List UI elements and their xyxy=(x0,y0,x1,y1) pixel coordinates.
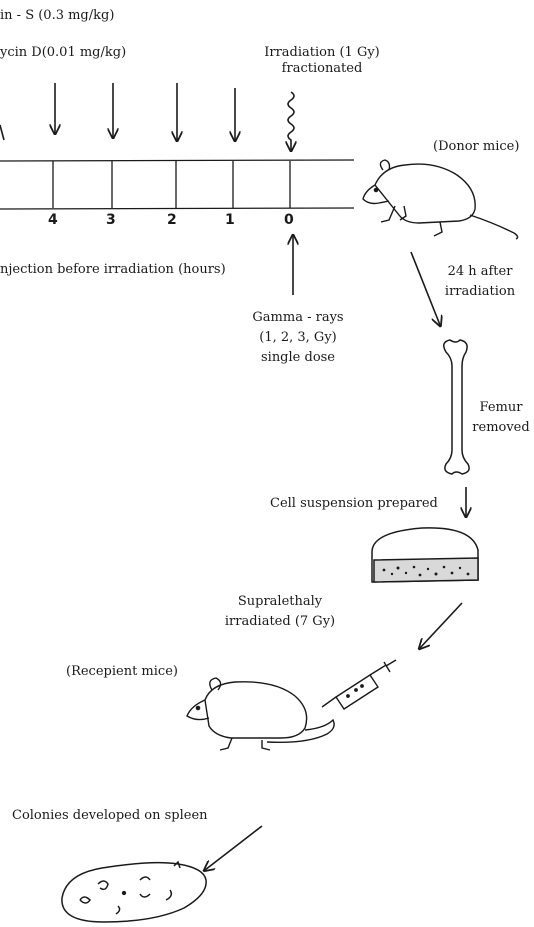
tick-label: 1 xyxy=(225,212,235,228)
syringe-drawing xyxy=(322,660,396,709)
injection-arrow xyxy=(0,125,4,140)
femur-label: Femur removed xyxy=(468,398,534,438)
femur-label-line2: removed xyxy=(468,418,534,438)
tick-label: 2 xyxy=(167,212,177,228)
irradiation-label-line1: Irradiation (1 Gy) xyxy=(262,45,382,61)
tick-label: 4 xyxy=(48,212,58,228)
cell-suspension-dish xyxy=(372,528,478,582)
recipient-mouse-drawing xyxy=(187,678,334,750)
after-irradiation-label: 24 h after irradiation xyxy=(430,264,530,300)
arrow-to-spleen xyxy=(205,826,262,870)
gamma-rays-line1: Gamma - rays xyxy=(238,308,358,328)
gamma-rays-line3: single dose xyxy=(238,348,358,368)
drug2-label: ycin D(0.01 mg/kg) xyxy=(0,45,126,61)
injection-arrows xyxy=(0,83,235,140)
irradiation-label: Irradiation (1 Gy) fractionated xyxy=(262,45,382,77)
femur-label-line1: Femur xyxy=(468,398,534,418)
timeline-top-line xyxy=(0,160,354,161)
timeline xyxy=(0,160,354,209)
arrow-to-syringe xyxy=(420,603,462,648)
supralethal-line1: Supralethaly xyxy=(210,592,350,612)
recipient-mice-label: (Recepient mice) xyxy=(66,664,178,680)
gamma-rays-label: Gamma - rays (1, 2, 3, Gy) single dose xyxy=(238,308,358,368)
donor-mouse-drawing xyxy=(363,160,518,239)
femur-drawing xyxy=(444,340,469,474)
tick-label: 3 xyxy=(106,212,116,228)
after-irradiation-line1: 24 h after xyxy=(430,264,530,280)
spleen-drawing xyxy=(62,862,206,922)
after-irradiation-line2: irradiation xyxy=(430,284,530,300)
fractionated-irradiation-arrow xyxy=(288,92,294,150)
irradiation-label-line2: fractionated xyxy=(262,61,382,77)
donor-mice-label: (Donor mice) xyxy=(433,139,519,155)
colonies-label: Colonies developed on spleen xyxy=(12,808,208,824)
tick-label: 0 xyxy=(284,212,294,228)
cell-suspension-label: Cell suspension prepared xyxy=(270,496,438,512)
supralethal-line2: irradiated (7 Gy) xyxy=(210,612,350,632)
injection-time-label: njection before irradiation (hours) xyxy=(0,262,226,278)
supralethal-label: Supralethaly irradiated (7 Gy) xyxy=(210,592,350,632)
timeline-bottom-line xyxy=(0,208,354,209)
drug1-label: in - S (0.3 mg/kg) xyxy=(0,8,114,24)
gamma-rays-line2: (1, 2, 3, Gy) xyxy=(238,328,358,348)
